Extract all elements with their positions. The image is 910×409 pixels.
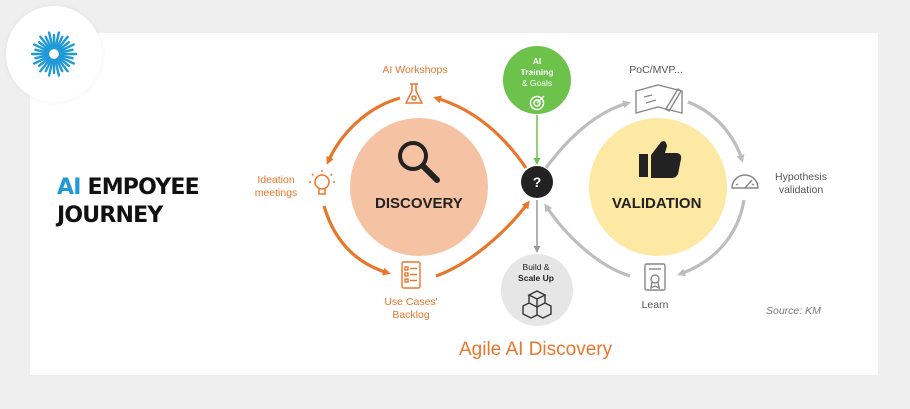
arrow-poc-to-hypothesis: [687, 100, 745, 163]
validation-circle: [589, 118, 727, 256]
arrow-ideation-to-usecases: [322, 205, 391, 276]
source-note: Source: KM: [766, 305, 821, 317]
lightbulb-icon: [309, 170, 335, 195]
page-title: AI EMPOYEE JOURNEY: [57, 174, 200, 230]
discovery-circle: [350, 118, 488, 256]
training-line2: Training: [520, 67, 554, 77]
training-line1: AI: [532, 56, 542, 66]
use-cases-line1: Use Cases': [384, 296, 438, 308]
certificate-icon: [644, 263, 666, 291]
training-line3: & Goals: [521, 78, 553, 88]
hypothesis-line2: validation: [778, 184, 824, 196]
title-line2: JOURNEY: [57, 203, 163, 228]
discovery-title: DISCOVERY: [375, 195, 463, 212]
checklist-icon: [401, 261, 421, 289]
training-circle: [503, 46, 571, 114]
label-ai-workshops: AI Workshops: [382, 64, 448, 76]
logo-starburst-icon: [30, 31, 78, 77]
flask-icon: [404, 83, 424, 104]
title-accent: AI: [57, 175, 81, 200]
arrow-hypothesis-to-learn: [677, 199, 746, 277]
arrow-usecases-to-center: [435, 200, 530, 278]
thumbs-up-icon: [639, 141, 682, 178]
label-use-cases-backlog: Use Cases' Backlog: [371, 296, 451, 322]
magnifier-icon: [398, 141, 440, 183]
label-hypothesis-validation: Hypothesis validation: [766, 171, 836, 197]
build-circle: [501, 254, 573, 326]
arrow-center-to-poc: [544, 100, 631, 169]
label-ai-training-goals: AI Training & Goals: [504, 56, 570, 89]
label-build-scale-up: Build & Scale Up: [500, 262, 572, 284]
target-icon: [529, 95, 545, 111]
ideation-line1: Ideation: [257, 174, 295, 186]
ideation-line2: meetings: [254, 187, 298, 199]
diagram-caption: Agile AI Discovery: [459, 339, 613, 360]
question-mark-text: ?: [532, 174, 542, 190]
arrow-center-to-workshops: [433, 95, 528, 169]
blueprint-icon: [635, 84, 683, 114]
title-line1: EMPOYEE: [80, 175, 199, 200]
use-cases-line2: Backlog: [392, 309, 430, 321]
gauge-icon: [731, 174, 759, 189]
arrow-learn-to-center: [544, 203, 631, 278]
label-learn: Learn: [641, 299, 669, 311]
label-poc-mvp: PoC/MVP...: [629, 64, 683, 76]
cubes-icon: [522, 290, 552, 319]
question-node: [521, 166, 553, 198]
validation-title: VALIDATION: [612, 195, 702, 212]
hypothesis-line1: Hypothesis: [775, 171, 827, 183]
build-line2: Scale Up: [518, 273, 554, 283]
label-ideation-meetings: Ideation meetings: [244, 174, 308, 200]
build-line1: Build &: [522, 262, 550, 272]
arrow-workshops-to-ideation: [326, 96, 401, 165]
logo-badge: [6, 6, 102, 102]
